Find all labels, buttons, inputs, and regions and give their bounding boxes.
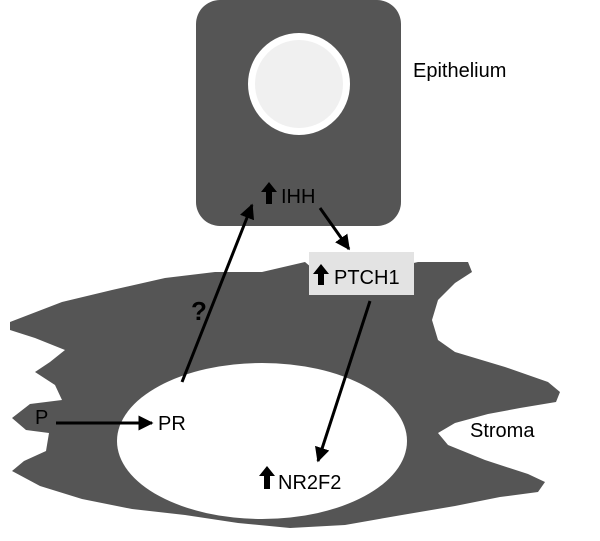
stroma-nucleus bbox=[117, 363, 407, 519]
arrow-ptch1-to-nr2f2 bbox=[315, 300, 372, 463]
arrow-ihh-to-ptch1 bbox=[318, 207, 351, 251]
stroma-label: Stroma bbox=[470, 420, 535, 442]
arrow-pr-to-ihh bbox=[180, 203, 255, 383]
unknown-link-label: ? bbox=[191, 296, 207, 326]
nr2f2-up-arrow-icon bbox=[259, 466, 275, 489]
pr-label: PR bbox=[158, 413, 186, 435]
ihh-up-arrow-icon bbox=[261, 182, 277, 204]
epithelium-label: Epithelium bbox=[413, 60, 506, 82]
ihh-label: IHH bbox=[281, 186, 315, 208]
ptch1-up-arrow-icon bbox=[313, 264, 329, 285]
ptch1-label: PTCH1 bbox=[334, 267, 400, 289]
p-label: P bbox=[35, 407, 48, 429]
nr2f2-label: NR2F2 bbox=[278, 472, 341, 494]
